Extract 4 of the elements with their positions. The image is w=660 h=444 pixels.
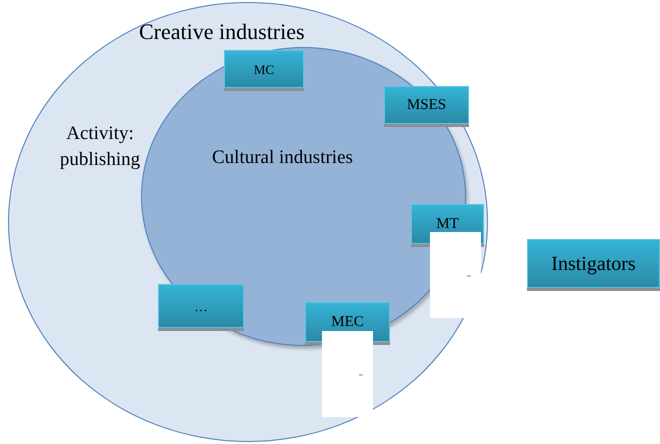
activity-label: Activity: publishing (58, 122, 142, 172)
label-box: Instigators (527, 239, 660, 288)
circle-title: Creative industries (139, 18, 305, 46)
circle-title: Cultural industries (212, 146, 353, 170)
